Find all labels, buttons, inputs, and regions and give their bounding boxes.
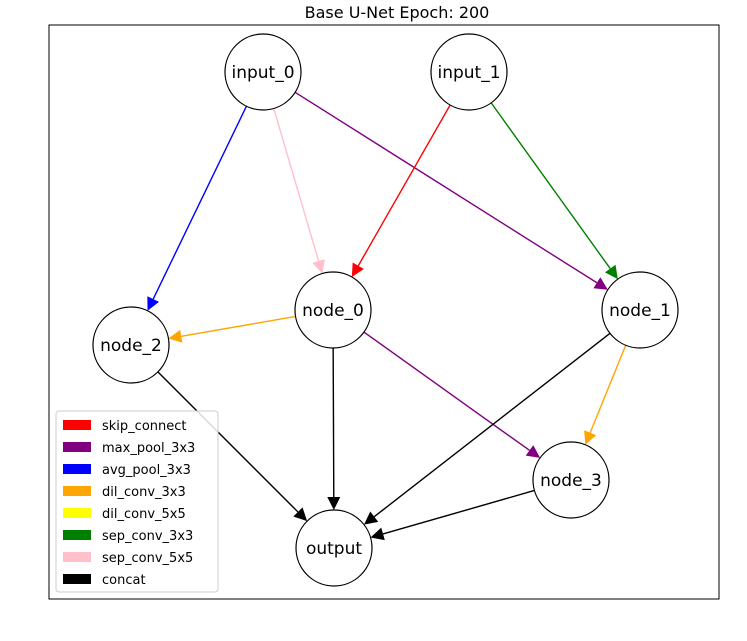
edge-arrowhead-node_3-to-output — [370, 527, 385, 541]
legend-swatch-skip_connect — [63, 420, 91, 430]
legend-swatch-avg_pool_3x3 — [63, 464, 91, 474]
edge-node_0-to-output — [332, 347, 335, 498]
edge-arrowhead-node_0-to-node_3 — [525, 445, 541, 458]
node-circle-output — [295, 509, 373, 587]
edge-arrowhead-input_0-to-node_0 — [312, 259, 325, 274]
edge-input_0-to-node_2 — [152, 105, 248, 300]
legend-label-dil_conv_5x5: dil_conv_5x5 — [102, 507, 186, 522]
node-label-node_3: node_3 — [540, 471, 602, 491]
node-circle-node_3 — [532, 441, 610, 519]
node-circle-node_1 — [601, 271, 679, 349]
edge-input_0-to-node_1 — [294, 91, 598, 284]
legend-label-concat: concat — [102, 573, 146, 588]
edge-arrowhead-node_1-to-node_3 — [584, 430, 597, 445]
node-node_3: node_3 — [532, 441, 610, 519]
legend-swatch-max_pool_3x3 — [63, 442, 91, 452]
node-label-input_0: input_0 — [231, 63, 294, 83]
legend-label-dil_conv_3x3: dil_conv_3x3 — [102, 485, 186, 500]
legend-frame — [55, 410, 219, 593]
legend-label-sep_conv_3x3: sep_conv_3x3 — [102, 529, 193, 544]
edge-input_1-to-node_0 — [357, 104, 451, 267]
legend-swatch-dil_conv_3x3 — [63, 486, 91, 496]
edge-node_2-to-output — [157, 371, 299, 513]
edge-arrowhead-input_0-to-node_1 — [593, 277, 608, 290]
node-node_0: node_0 — [294, 271, 372, 349]
node-label-node_2: node_2 — [100, 336, 162, 356]
edge-node_1-to-node_3 — [589, 344, 627, 434]
node-circle-node_2 — [92, 306, 170, 384]
legend-swatch-concat — [63, 574, 91, 584]
edges-layer — [147, 91, 627, 541]
edge-node_3-to-output — [382, 489, 535, 535]
legend: skip_connect max_pool_3x3 avg_pool_3x3 dil_… — [55, 410, 219, 593]
plot-frame — [48, 24, 720, 600]
edge-arrowhead-input_0-to-node_2 — [147, 296, 160, 311]
node-circle-input_0 — [224, 33, 302, 111]
edge-arrowhead-node_1-to-output — [363, 511, 379, 525]
edge-input_1-to-node_1 — [490, 102, 611, 269]
node-input_1: input_1 — [430, 33, 508, 111]
node-label-node_0: node_0 — [302, 301, 364, 321]
edge-node_0-to-node_3 — [363, 331, 530, 451]
node-circle-input_1 — [430, 33, 508, 111]
legend-swatch-sep_conv_5x5 — [63, 552, 91, 562]
legend-swatch-sep_conv_3x3 — [63, 530, 91, 540]
node-node_1: node_1 — [601, 271, 679, 349]
edge-arrowhead-node_2-to-output — [293, 507, 308, 522]
node-label-input_1: input_1 — [437, 63, 500, 83]
node-node_2: node_2 — [92, 306, 170, 384]
node-output: output — [295, 509, 373, 587]
nodes-layer: input_0 input_1 node_0 node_1 node_2 node_3ou… — [92, 33, 679, 587]
diagram-title: Base U-Net Epoch: 200 — [305, 3, 490, 22]
legend-label-avg_pool_3x3: avg_pool_3x3 — [102, 463, 191, 478]
edge-node_0-to-node_2 — [181, 315, 296, 337]
legend-label-sep_conv_5x5: sep_conv_5x5 — [102, 551, 193, 566]
legend-swatch-dil_conv_5x5 — [63, 508, 91, 518]
legend-label-skip_connect: skip_connect — [102, 419, 187, 434]
node-label-node_1: node_1 — [609, 301, 671, 321]
edge-input_0-to-node_0 — [273, 108, 320, 262]
legend-label-max_pool_3x3: max_pool_3x3 — [102, 441, 195, 456]
edge-arrowhead-node_0-to-output — [327, 496, 341, 511]
edge-arrowhead-node_0-to-node_2 — [168, 329, 183, 343]
node-input_0: input_0 — [224, 33, 302, 111]
edge-node_1-to-output — [373, 332, 611, 518]
edge-arrowhead-input_1-to-node_0 — [351, 262, 364, 278]
edge-arrowhead-input_1-to-node_1 — [604, 264, 618, 280]
node-label-output: output — [306, 539, 362, 559]
node-circle-node_0 — [294, 271, 372, 349]
